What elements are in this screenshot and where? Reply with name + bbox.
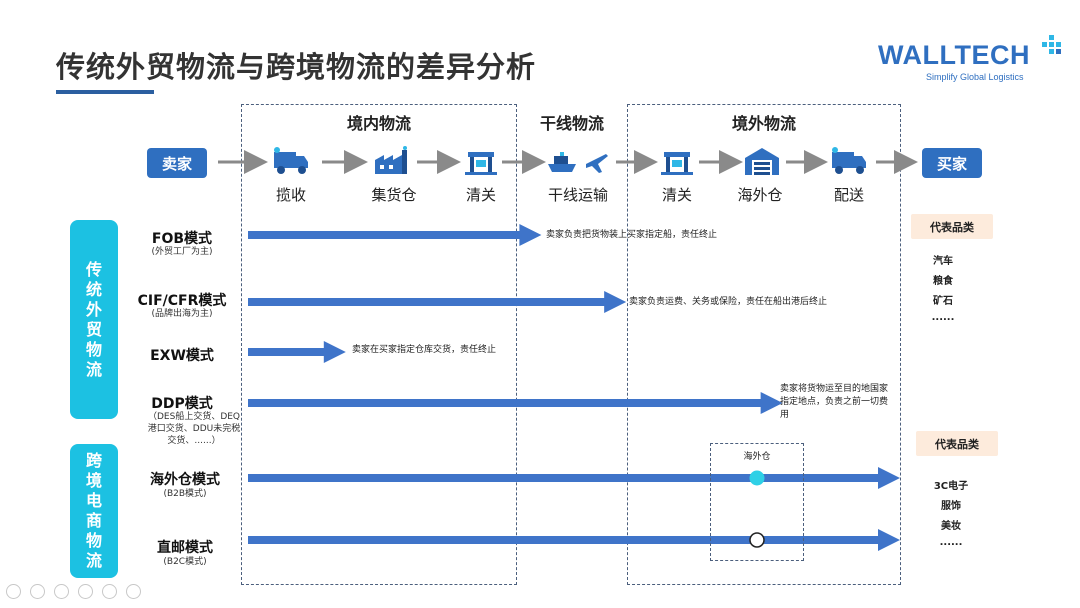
zone-trunk-title: 干线物流 [539, 114, 604, 133]
category-item: 3C电子 [933, 481, 969, 492]
mode-arrow-direct-mail [248, 529, 900, 551]
zone-overseas-title: 境外物流 [731, 114, 796, 133]
more-icon[interactable] [126, 584, 141, 599]
warehouse-marker-filled [749, 470, 765, 486]
factory-icon [370, 144, 412, 178]
zone-domestic-box [241, 104, 517, 585]
overseas-warehouse-box [710, 443, 804, 561]
group-crossborder-ecommerce: 跨境电商物流 [70, 444, 118, 578]
step-label-pickup: 揽收 [275, 186, 306, 204]
buyer-box: 买家 [922, 148, 982, 178]
warehouse-icon [741, 144, 783, 178]
mode-arrow-shape [248, 224, 542, 246]
next-slide-icon[interactable] [30, 584, 45, 599]
walltech-logo: WALLTECH Simplify Global Logistics [872, 30, 1072, 86]
logo-wordmark: WALLTECH [878, 40, 1030, 70]
slide-title: 传统外贸物流与跨境物流的差异分析 [56, 50, 537, 84]
mode-sub-fob: (外贸工厂为主) [151, 247, 213, 257]
pen-icon[interactable] [54, 584, 69, 599]
mode-sub-direct-mail: (B2C模式) [163, 557, 207, 567]
step-label-import-clearance: 清关 [661, 186, 692, 204]
step-label-overseas-warehouse: 海外仓 [737, 186, 783, 204]
presentation-controls [6, 584, 150, 603]
mode-name-exw: EXW模式 [150, 348, 214, 364]
slides-icon[interactable] [78, 584, 93, 599]
mode-arrow-shape [248, 341, 346, 363]
zoom-icon[interactable] [102, 584, 117, 599]
mode-arrow-ddp [248, 392, 783, 414]
step-label-consolidation: 集货仓 [371, 186, 417, 204]
ship-plane-icon [545, 144, 611, 178]
logo-tagline: Simplify Global Logistics [926, 72, 1024, 82]
step-label-trunk-transport: 干线运输 [547, 186, 608, 204]
truck-icon [828, 144, 870, 178]
zone-overseas-box [627, 104, 901, 585]
mode-name-overseas-warehouse: 海外仓模式 [150, 472, 220, 488]
mode-arrow-overseas-warehouse [248, 467, 900, 489]
title-underline [56, 90, 154, 94]
step-label-delivery: 配送 [833, 186, 864, 204]
group-traditional-trade: 传统外贸物流 [70, 220, 118, 419]
overseas-warehouse-box-label: 海外仓 [743, 452, 771, 462]
category-header-crossborder: 代表品类 [916, 431, 998, 456]
category-header-traditional: 代表品类 [911, 214, 993, 239]
mode-arrow-exw [248, 341, 346, 363]
mode-arrow-shape [248, 392, 783, 414]
truck-icon [270, 144, 312, 178]
category-item: 矿石 [933, 296, 953, 307]
mode-arrow-shape [248, 291, 627, 313]
group-traditional-label: 传统外贸物流 [85, 259, 102, 379]
warehouse-marker-hollow [749, 532, 765, 548]
category-item: 服饰 [941, 501, 961, 512]
mode-note-cif-cfr: 卖家负责运费、关务或保险，责任在船出港后终止 [629, 297, 828, 307]
mode-name-ddp: DDP模式 [151, 396, 213, 412]
mode-name-fob: FOB模式 [151, 231, 213, 247]
mode-sub-cif-cfr: (品牌出海为主) [151, 309, 213, 319]
prev-slide-icon[interactable] [6, 584, 21, 599]
crane-icon [460, 144, 502, 178]
category-item: 粮食 [933, 276, 953, 287]
group-crossborder-label: 跨境电商物流 [85, 451, 102, 570]
crane-icon [656, 144, 698, 178]
category-item: 汽车 [933, 256, 953, 267]
mode-name-direct-mail: 直邮模式 [157, 540, 213, 556]
mode-sub-ddp: （DES船上交货、DEQ港口交货、DDU未完税交货、......） [147, 412, 241, 446]
mode-arrow-fob [248, 224, 542, 246]
mode-arrow-shape [248, 529, 900, 551]
mode-note-ddp: 卖家将货物运至目的地国家指定地点，负责之前一切费用 [780, 384, 889, 420]
mode-sub-overseas-warehouse: (B2B模式) [163, 489, 207, 499]
mode-note-exw: 卖家在买家指定仓库交货，责任终止 [352, 345, 497, 355]
mode-note-fob: 卖家负责把货物装上买家指定船，责任终止 [546, 230, 718, 240]
mode-name-cif-cfr: CIF/CFR模式 [137, 293, 227, 309]
category-item: 美妆 [941, 521, 961, 532]
mode-arrow-shape [248, 467, 900, 489]
category-item: ...... [931, 312, 955, 323]
zone-domestic-title: 境内物流 [346, 114, 411, 133]
step-label-export-clearance: 清关 [465, 186, 496, 204]
seller-box: 卖家 [147, 148, 207, 178]
category-item: ...... [939, 537, 963, 548]
mode-arrow-cif-cfr [248, 291, 627, 313]
